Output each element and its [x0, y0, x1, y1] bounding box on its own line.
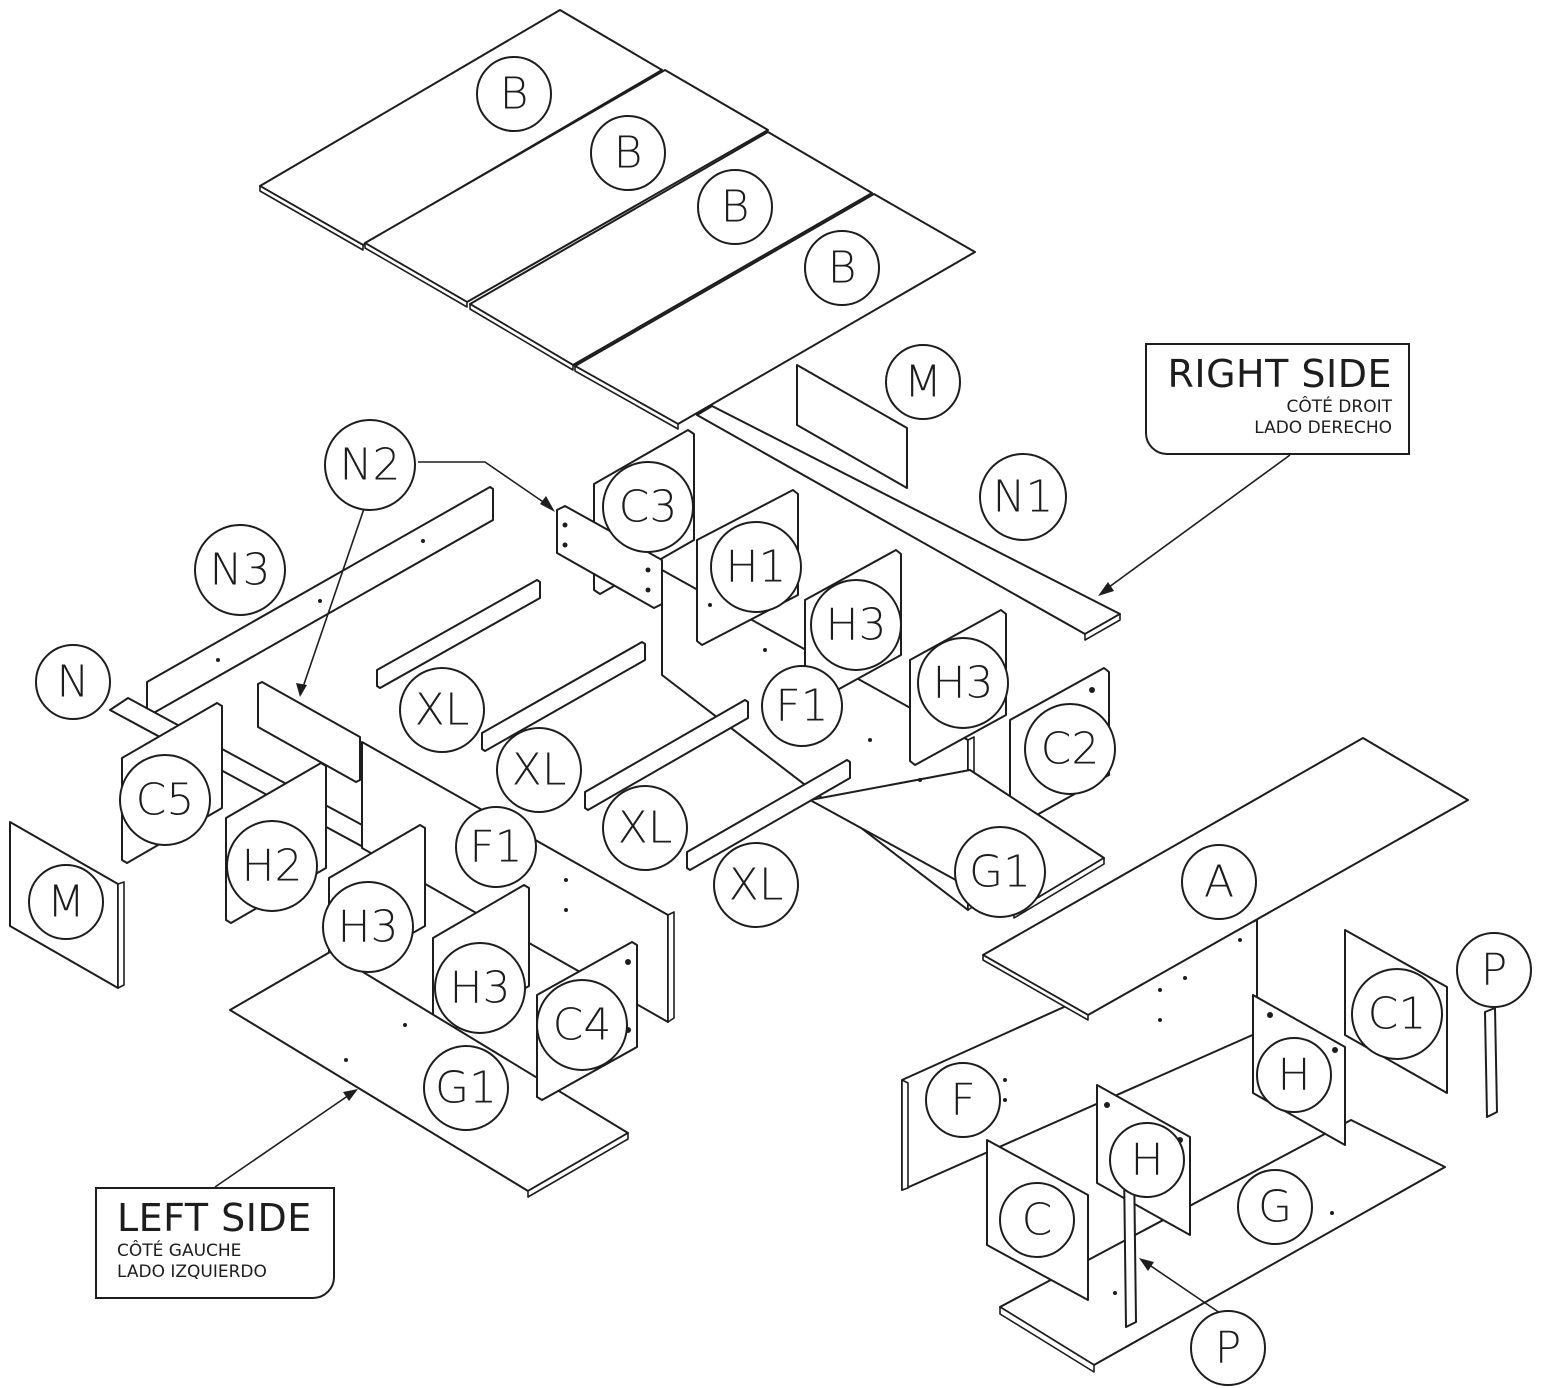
label-b-3: B [721, 182, 750, 233]
label-c: C [1022, 1195, 1053, 1246]
part-labels: B B B B M N1 N2 N3 N C3 H1 H3 H3 C2 F1 G… [28, 56, 1532, 1386]
label-n: N [57, 657, 90, 708]
leader-lines [214, 454, 1291, 1314]
rail-n2-left [257, 681, 361, 783]
label-b-4: B [828, 243, 857, 294]
left-side-title: LEFT SIDE [117, 1196, 312, 1240]
label-m-left: M [47, 877, 85, 928]
label-n3: N3 [210, 545, 271, 596]
panel-m-right [796, 364, 908, 489]
label-xl-3: XL [618, 803, 673, 854]
right-side-sub-es: LADO DERECHO [1254, 418, 1392, 438]
left-side-sub-es: LADO IZQUIERDO [117, 1262, 267, 1282]
rail-xl-4 [686, 759, 851, 871]
label-h2: H2 [241, 841, 302, 892]
label-m-right: M [904, 357, 942, 408]
right-side-title: RIGHT SIDE [1167, 352, 1392, 396]
left-side-sub-fr: CÔTÉ GAUCHE [117, 1241, 242, 1261]
label-c1: C1 [1368, 989, 1427, 1040]
panel-b-4-edge [574, 365, 679, 430]
label-f: F [950, 1075, 975, 1126]
panel-b-1-edge [259, 185, 364, 251]
label-xl-2: XL [512, 745, 567, 796]
label-f1-left: F1 [469, 822, 522, 873]
left-side-unit [9, 486, 675, 1198]
label-h1: H1 [725, 542, 786, 593]
top-panels-b [259, 9, 976, 430]
label-n1: N1 [993, 472, 1054, 523]
right-side-sub-fr: CÔTÉ DROIT [1286, 397, 1392, 417]
label-h-front: H [1130, 1135, 1163, 1186]
label-g1-left: G1 [435, 1063, 497, 1114]
label-c4: C4 [553, 1000, 612, 1051]
label-c3: C3 [619, 482, 678, 533]
label-h3-right-a: H3 [825, 600, 886, 651]
label-n2: N2 [340, 440, 401, 491]
rail-n2-right [556, 505, 663, 609]
xl-rails [376, 579, 851, 871]
label-f1-right: F1 [775, 681, 828, 732]
rail-xl-3 [584, 699, 749, 811]
post-p-right [1484, 1007, 1498, 1118]
rail-xl-1 [376, 579, 541, 689]
label-b-2: B [614, 128, 643, 179]
label-p-right: P [1481, 945, 1508, 996]
label-h3-left-b: H3 [449, 963, 510, 1014]
label-h-back: H [1277, 1050, 1310, 1101]
label-h3-left-a: H3 [337, 902, 398, 953]
label-g: G [1258, 1182, 1292, 1233]
rail-xl-2 [481, 641, 646, 752]
label-xl-1: XL [415, 685, 470, 736]
label-p-front: P [1215, 1323, 1242, 1374]
label-c2: C2 [1041, 724, 1100, 775]
label-b-1: B [500, 69, 529, 120]
right-side-box: RIGHT SIDE CÔTÉ DROIT LADO DERECHO [1145, 343, 1410, 455]
label-c5: C5 [136, 775, 195, 826]
panel-b-3-edge [469, 303, 574, 371]
left-side-box: LEFT SIDE CÔTÉ GAUCHE LADO IZQUIERDO [95, 1187, 335, 1299]
label-xl-4: XL [729, 860, 784, 911]
panel-b-2-edge [364, 242, 468, 308]
label-g1-right: G1 [969, 847, 1031, 898]
label-h3-right-b: H3 [932, 658, 993, 709]
label-a: A [1204, 857, 1234, 908]
